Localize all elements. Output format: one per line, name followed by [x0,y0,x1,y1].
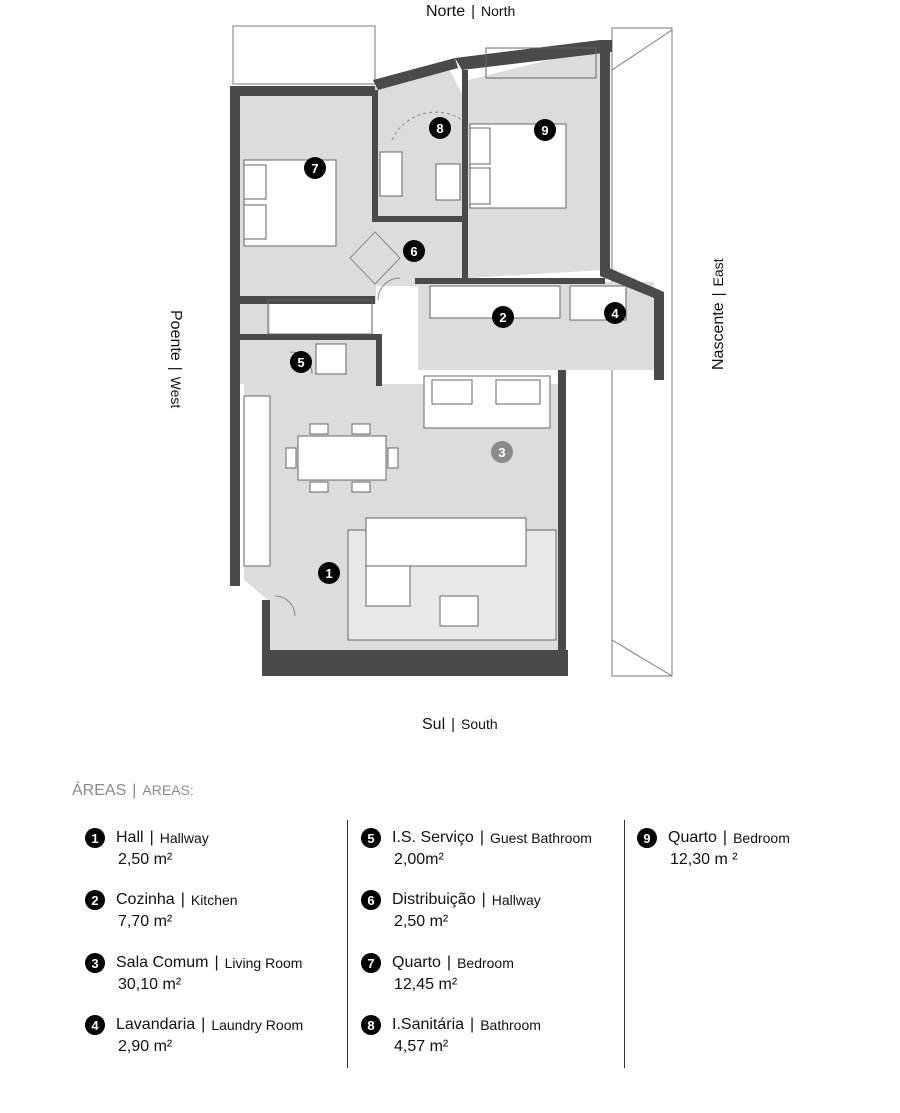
room-marker-8: 8 [429,117,451,139]
room-area: 4,57 m² [394,1038,449,1055]
room-area: 2,90 m² [118,1038,173,1055]
number-badge: 5 [361,828,381,848]
door-swings [274,111,463,617]
guest-toilet [315,343,347,375]
room-marker-9: 9 [534,119,556,141]
south-label: Sul|South [422,716,498,733]
bath-toilet [435,163,461,201]
furniture [243,47,627,641]
room-marker-4: 4 [604,302,626,324]
number-badge: 2 [85,890,105,910]
number-badge: 7 [361,953,381,973]
wardrobe-hall [243,395,271,567]
room-area: 12,30 m ² [670,851,738,868]
svg-text:3: 3 [498,445,505,460]
number-badge: 4 [85,1015,105,1035]
svg-text:4: 4 [611,306,619,321]
room-area: 2,00m² [394,851,444,868]
room-area: 30,10 m² [118,976,182,993]
room-area: 12,45 m² [394,976,458,993]
number-badge: 3 [85,953,105,973]
room-marker-7: 7 [304,157,326,179]
number-badge: 1 [85,828,105,848]
coffee-table [439,595,479,627]
bath-sink [379,151,403,197]
room-area: 2,50 m² [394,913,449,930]
number-badge: 6 [361,890,381,910]
floor-plan: 1 2 3 4 5 6 7 8 9 [230,25,673,677]
room-marker-6: 6 [403,240,425,262]
svg-text:9: 9 [541,123,548,138]
svg-text:5: 5 [297,355,304,370]
room-area: 7,70 m² [118,913,173,930]
room-marker-1: 1 [318,562,340,584]
legend-divider [624,820,625,1068]
room-marker-5: 5 [290,351,312,373]
kitchen-counter [429,285,561,319]
svg-text:7: 7 [311,161,318,176]
sofa [365,517,527,567]
areas-title: ÁREAS|AREAS: [72,782,194,799]
svg-text:8: 8 [436,121,443,136]
dining-table [297,435,387,481]
legend-divider [347,820,348,1068]
svg-text:6: 6 [410,244,417,259]
room-markers: 1 2 3 4 5 6 7 8 9 [290,117,626,584]
number-badge: 8 [361,1015,381,1035]
number-badge: 9 [637,828,657,848]
room-marker-3: 3 [491,441,513,463]
room-marker-2: 2 [492,306,514,328]
north-label: Norte|North [426,3,516,20]
svg-text:1: 1 [325,566,332,581]
svg-text:2: 2 [499,310,506,325]
room-area: 2,50 m² [118,851,173,868]
